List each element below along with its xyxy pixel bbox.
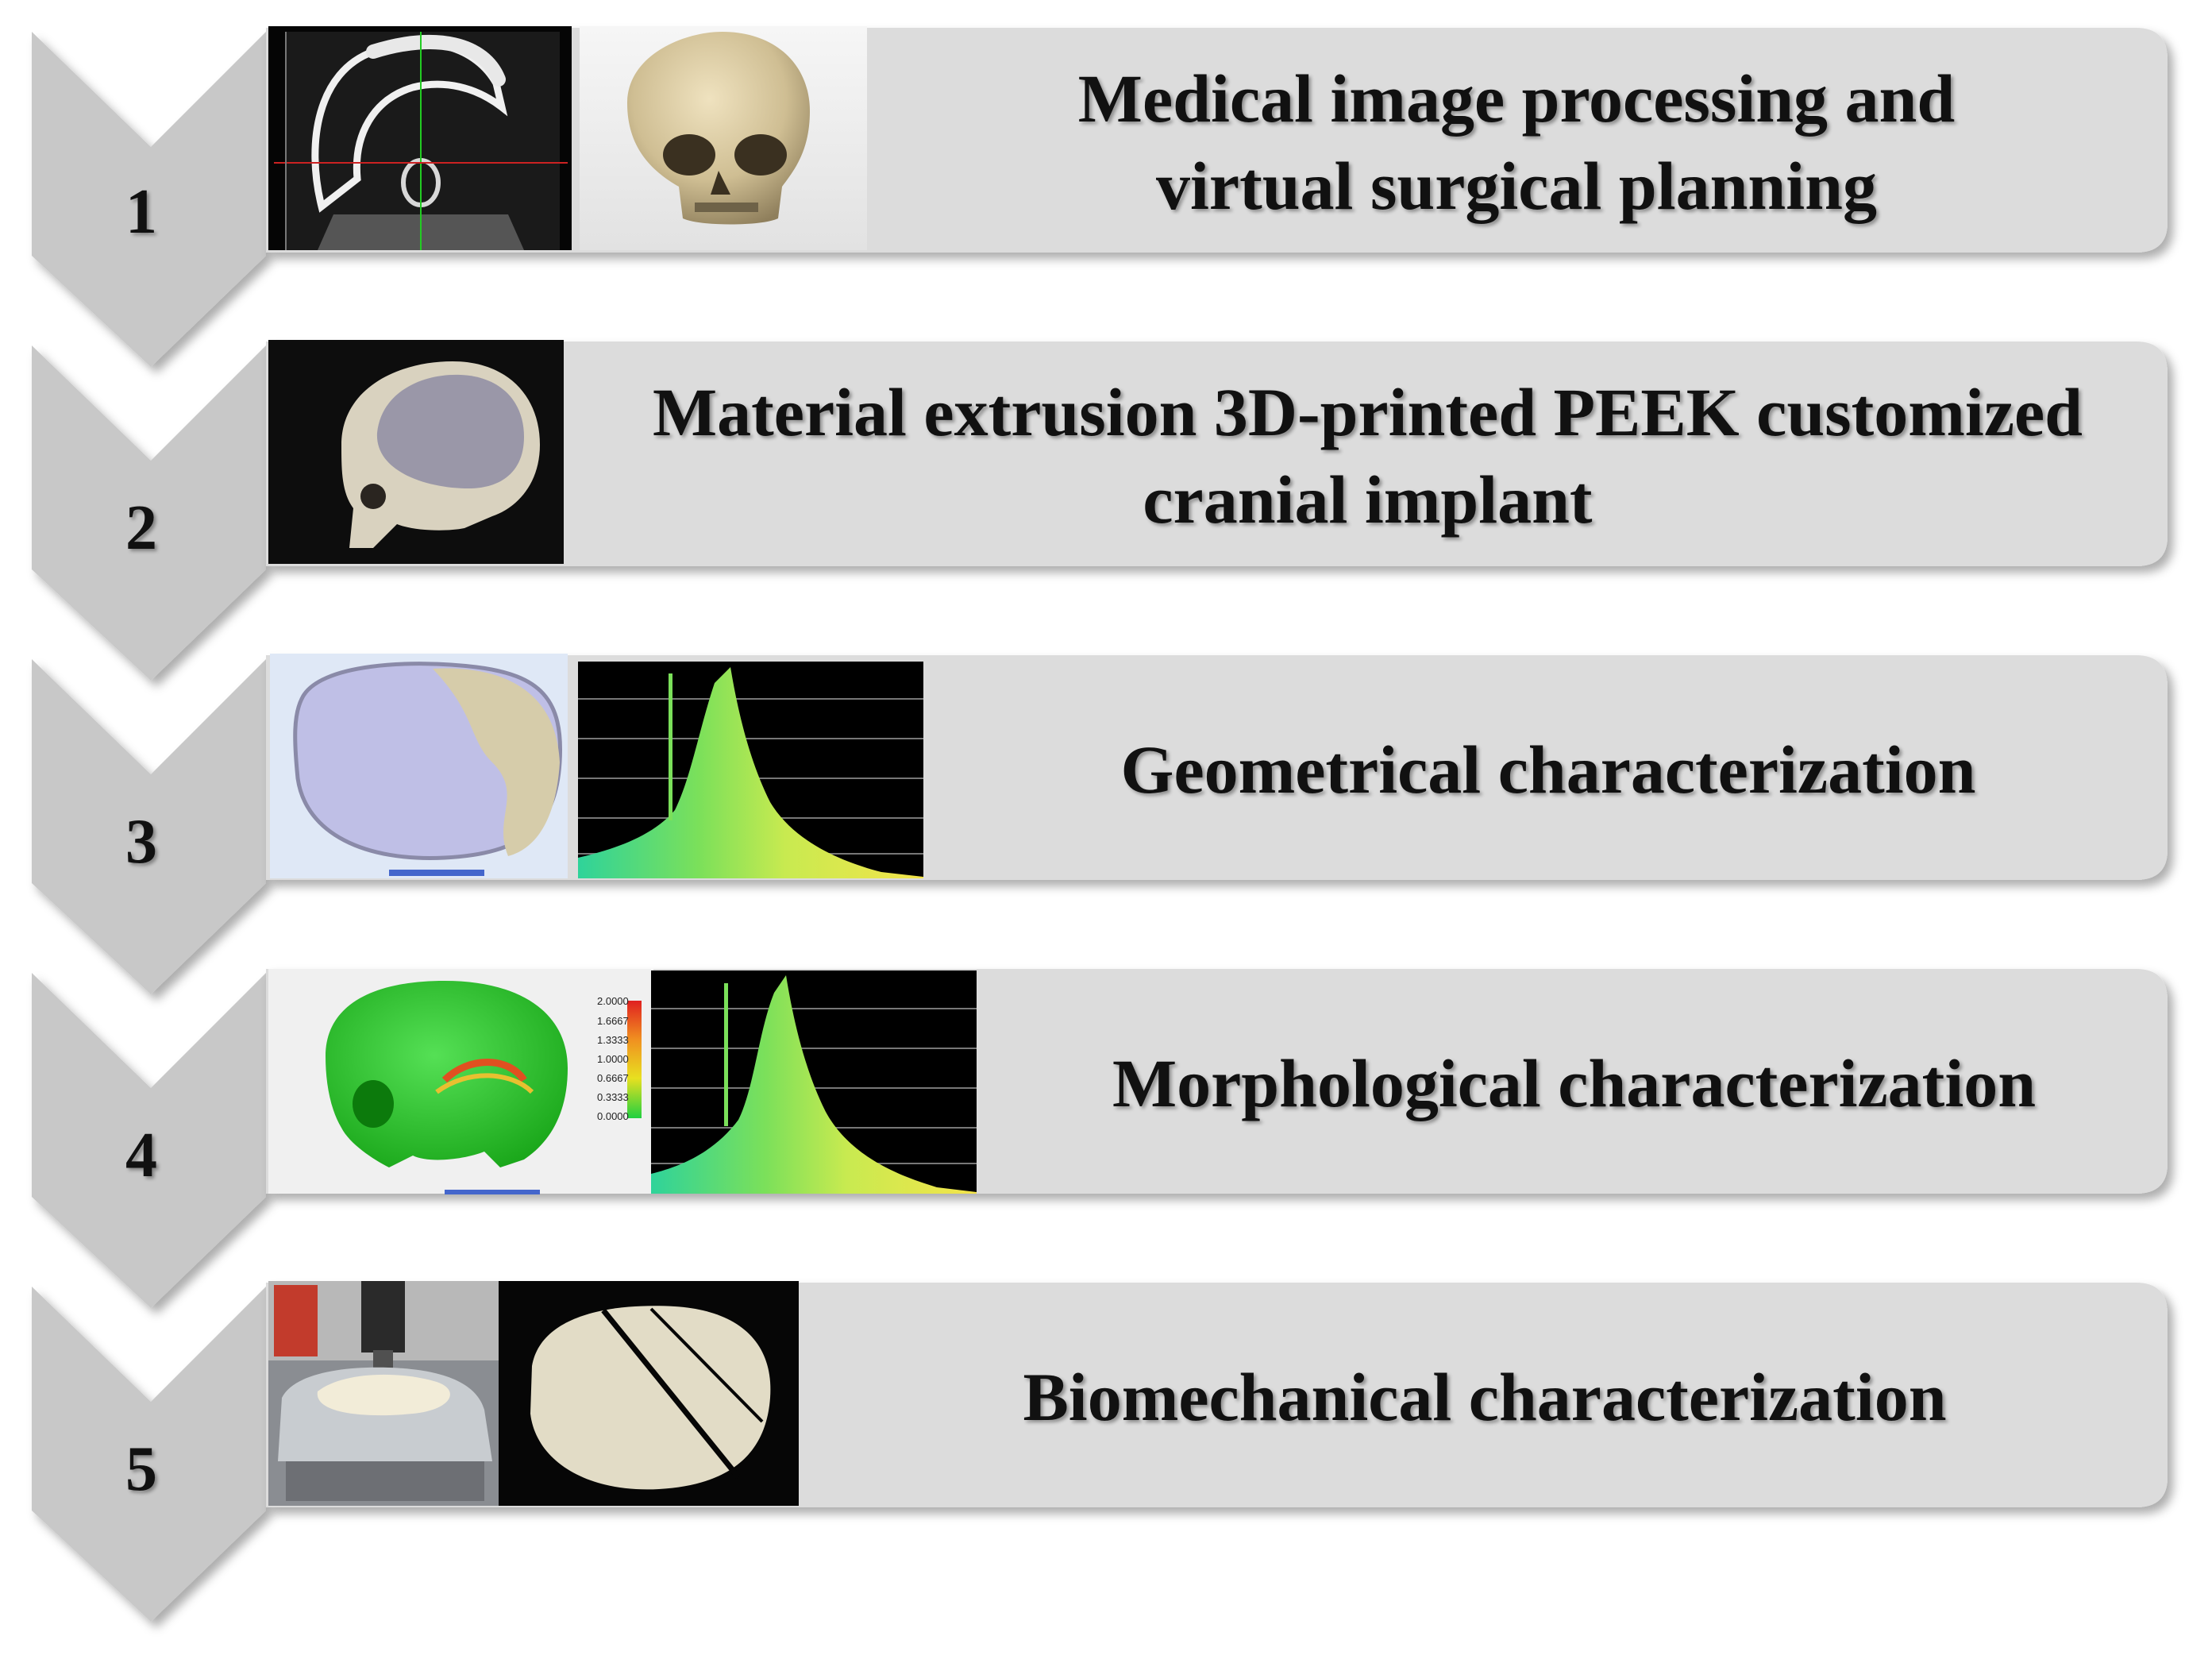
colorbar-tick: 1.6667 — [597, 1015, 629, 1027]
step-title-line: Medical image processing and — [1077, 60, 1956, 137]
step-title: Biomechanical characterization — [802, 1287, 2168, 1507]
chevron-1 — [32, 32, 266, 367]
step-number: 3 — [125, 807, 157, 877]
step-title-line: Geometrical characterization — [1120, 731, 1976, 808]
skull-3d-render-image — [580, 26, 867, 250]
colorbar-tick: 2.0000 — [597, 995, 629, 1007]
chevron-2 — [32, 345, 266, 681]
fractured-implant-photo — [499, 1281, 799, 1506]
deviation-histogram-image-2 — [651, 970, 977, 1194]
step-title-line: Material extrusion 3D-printed PEEK custo… — [652, 373, 2083, 450]
step-number: 5 — [125, 1434, 157, 1504]
step-title-line: cranial implant — [1143, 461, 1593, 538]
colorbar-tick: 1.0000 — [597, 1053, 629, 1065]
step-title: Morphological characterization — [981, 973, 2168, 1194]
deviation-histogram-image — [578, 662, 923, 878]
panel-2 — [266, 342, 2168, 566]
colorbar-ticks: 2.0000 1.6667 1.3333 1.0000 0.6667 0.333… — [597, 995, 629, 1122]
step-title: Medical image processing and virtual sur… — [869, 32, 2164, 253]
chevron-4 — [32, 973, 266, 1308]
step-number: 2 — [125, 493, 157, 563]
step-title: Material extrusion 3D-printed PEEK custo… — [568, 345, 2168, 566]
colorbar-tick: 1.3333 — [597, 1034, 629, 1046]
colorbar-tick: 0.6667 — [597, 1072, 629, 1084]
compression-test-rig-photo — [268, 1281, 499, 1506]
implant-overlay-render-image — [270, 654, 568, 878]
step-title-line: virtual surgical planning — [1156, 148, 1877, 224]
chevron-5 — [32, 1287, 266, 1622]
chevron-3 — [32, 659, 266, 994]
step-title: Geometrical characterization — [929, 659, 2168, 880]
colorbar-tick: 0.3333 — [597, 1091, 629, 1103]
ct-scan-slice-image — [268, 26, 572, 250]
chevron-arrows — [32, 32, 266, 1622]
skull-deviation-colormap-image — [268, 969, 653, 1194]
step-number: 4 — [125, 1121, 157, 1190]
step-title-line: Morphological characterization — [1112, 1044, 2037, 1121]
colorbar-tick: 0.0000 — [597, 1110, 629, 1122]
step-title-line: Biomechanical characterization — [1023, 1358, 1947, 1435]
step-number: 1 — [125, 177, 157, 247]
printed-implant-on-skull-photo — [268, 340, 564, 564]
